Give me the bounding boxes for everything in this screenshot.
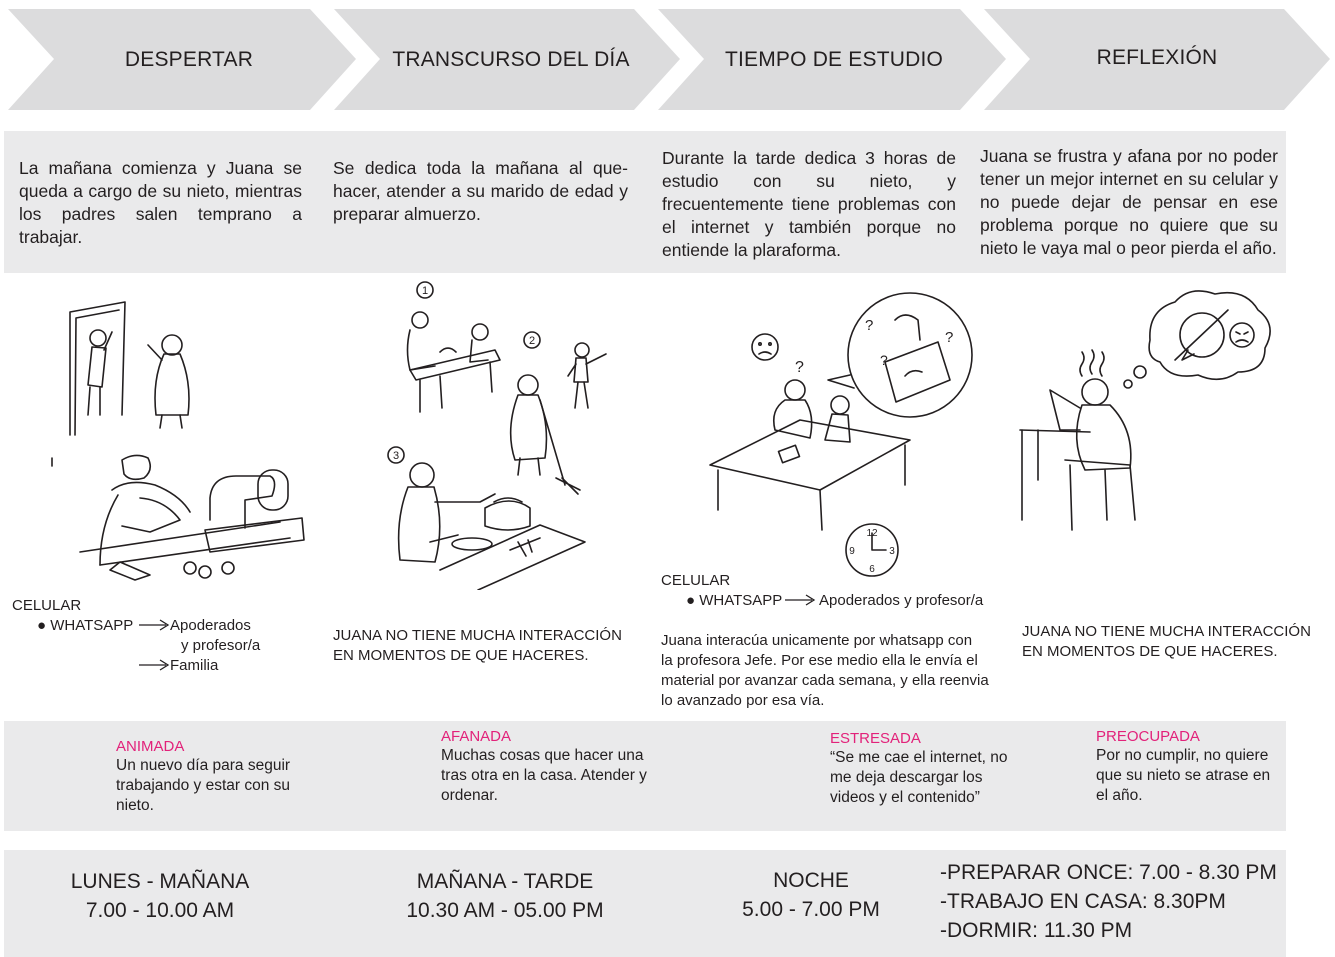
emotion-afanada: AFANADA Muchas cosas que hacer una tras … xyxy=(441,727,647,806)
interaction-note: EN MOMENTOS DE QUE HACERES. xyxy=(1022,643,1278,660)
description-reflexion: Juana se frustra y afana por no poder te… xyxy=(980,146,1278,258)
emotion-text: el año. xyxy=(1096,787,1143,804)
time-band xyxy=(4,850,1286,957)
question-mark: ? xyxy=(865,317,873,334)
emotion-animada: ANIMADA Un nuevo día para seguir trabaja… xyxy=(116,737,290,816)
phase-despertar: DESPERTAR xyxy=(8,9,356,110)
emotion-text: Un nuevo día para seguir xyxy=(116,757,291,774)
time-item: -PREPARAR ONCE: 7.00 - 8.30 PM xyxy=(940,861,1277,884)
step-number-3: 3 xyxy=(393,450,399,462)
interaction-note: JUANA NO TIENE MUCHA INTERACCIÓN xyxy=(1022,623,1311,640)
phase-transcurso-del-dia: TRANSCURSO DEL DÍA xyxy=(334,9,680,110)
clock-number: 9 xyxy=(849,546,855,557)
phase-title: TIEMPO DE ESTUDIO xyxy=(724,47,944,71)
question-mark: ? xyxy=(795,359,804,376)
sketch-despertar xyxy=(40,290,310,590)
time-label: LUNES - MAÑANA xyxy=(70,870,250,893)
interaction-channel: WHATSAPP xyxy=(699,592,783,609)
interaction-device: CELULAR xyxy=(12,597,82,614)
emotion-text: me deja descargar los xyxy=(830,769,983,786)
emotion-text: Muchas cosas que hacer una xyxy=(441,747,644,764)
interaction-target: Familia xyxy=(170,657,219,674)
time-range: 7.00 - 10.00 AM xyxy=(85,899,235,922)
emotion-title: ESTRESADA xyxy=(830,730,921,747)
phase-arrow-shape xyxy=(334,9,680,110)
arrow-icon xyxy=(138,659,170,671)
time-range: 5.00 - 7.00 PM xyxy=(742,898,880,921)
time-label: NOCHE xyxy=(773,869,849,892)
emotion-text: nieto. xyxy=(116,797,154,814)
bullet-dot: ● xyxy=(686,592,696,609)
emotion-text: que su nieto se atrase en xyxy=(1096,767,1271,784)
sketch-estudio: ? ? ? ? 12 3 6 9 xyxy=(700,280,975,580)
time-despertar: LUNES - MAÑANA 7.00 - 10.00 AM xyxy=(40,867,280,925)
time-estudio: NOCHE 5.00 - 7.00 PM xyxy=(711,866,911,924)
interaction-text: Juana interacúa unicamente por whatsapp … xyxy=(661,632,973,649)
bullet-dot: ● xyxy=(37,617,47,634)
phase-title: TRANSCURSO DEL DÍA xyxy=(392,47,630,71)
phase-title: REFLEXIÓN xyxy=(1096,45,1218,69)
phase-arrow-shape xyxy=(8,9,356,110)
emotion-text: ordenar. xyxy=(441,787,498,804)
time-transcurso: MAÑANA - TARDE 10.30 AM - 05.00 PM xyxy=(375,867,635,925)
clock-face xyxy=(846,524,898,576)
phase-arrow-shape xyxy=(984,9,1330,110)
clock-number: 6 xyxy=(869,564,875,575)
time-item: -DORMIR: 11.30 PM xyxy=(940,919,1133,942)
phase-reflexion: REFLEXIÓN xyxy=(984,9,1330,110)
clock-number: 3 xyxy=(889,546,895,557)
phase-arrow-shape xyxy=(658,9,1006,110)
question-mark: ? xyxy=(880,352,888,368)
interaction-target: Apoderados xyxy=(170,617,251,634)
description-despertar: La mañana comienza y Juana se queda a ca… xyxy=(19,158,302,247)
interaction-target: Apoderados y profesor/a xyxy=(819,592,984,609)
interaction-bullet: ● WHATSAPP xyxy=(37,616,133,636)
step-number-2: 2 xyxy=(529,335,535,347)
arrow-icon xyxy=(784,594,816,606)
emotion-band xyxy=(4,721,1286,831)
step-badge-3 xyxy=(388,447,404,463)
clock-number: 12 xyxy=(866,528,878,539)
interaction-text: material por avanzar cada semana, y ella… xyxy=(661,672,989,689)
interaction-target: y profesor/a xyxy=(181,637,261,654)
description-transcurso: Se dedica toda la mañana al que-hacer, a… xyxy=(333,158,628,224)
emotion-text: “Se me cae el internet, no xyxy=(830,749,1008,766)
interaction-text: la profesora Jefe. Por ese medio ella le… xyxy=(661,652,978,669)
phase-tiempo-de-estudio: TIEMPO DE ESTUDIO xyxy=(658,9,1006,110)
interaction-device: CELULAR xyxy=(661,572,731,589)
interaction-text: lo avanzado por esa vía. xyxy=(661,692,825,709)
time-reflexion: -PREPARAR ONCE: 7.00 - 8.30 PM -TRABAJO … xyxy=(940,858,1280,945)
emotion-estresada: ESTRESADA “Se me cae el internet, no me … xyxy=(830,729,1008,808)
emotion-title: ANIMADA xyxy=(116,738,185,755)
description-band xyxy=(4,131,1286,273)
description-estudio: Durante la tarde dedica 3 horas de estud… xyxy=(662,148,956,260)
step-badge-1 xyxy=(417,282,433,298)
emotion-title: AFANADA xyxy=(441,728,512,745)
phase-title: DESPERTAR xyxy=(124,47,254,71)
time-range: 10.30 AM - 05.00 PM xyxy=(406,899,604,922)
time-item: -TRABAJO EN CASA: 8.30PM xyxy=(940,890,1226,913)
interaction-note: EN MOMENTOS DE QUE HACERES. xyxy=(333,647,589,664)
emotion-text: videos y el contenido” xyxy=(830,789,980,806)
interaction-channel: WHATSAPP xyxy=(50,617,134,634)
time-label: MAÑANA - TARDE xyxy=(416,870,594,893)
question-mark: ? xyxy=(945,329,953,346)
emotion-text: Por no cumplir, no quiere xyxy=(1096,747,1269,764)
emotion-preocupada: PREOCUPADA Por no cumplir, no quiere que… xyxy=(1096,727,1270,806)
sketch-reflexion xyxy=(1010,280,1280,545)
step-number-1: 1 xyxy=(422,285,428,297)
interaction-bullet: ● WHATSAPP xyxy=(686,591,782,611)
emotion-title: PREOCUPADA xyxy=(1096,728,1200,745)
interaction-note: JUANA NO TIENE MUCHA INTERACCIÓN xyxy=(333,627,622,644)
emotion-text: trabajando y estar con su xyxy=(116,777,291,794)
emotion-text: tras otra en la casa. Atender y xyxy=(441,767,647,784)
sketch-transcurso: 1 2 3 xyxy=(380,280,620,590)
step-badge-2 xyxy=(524,332,540,348)
arrow-icon xyxy=(138,619,170,631)
